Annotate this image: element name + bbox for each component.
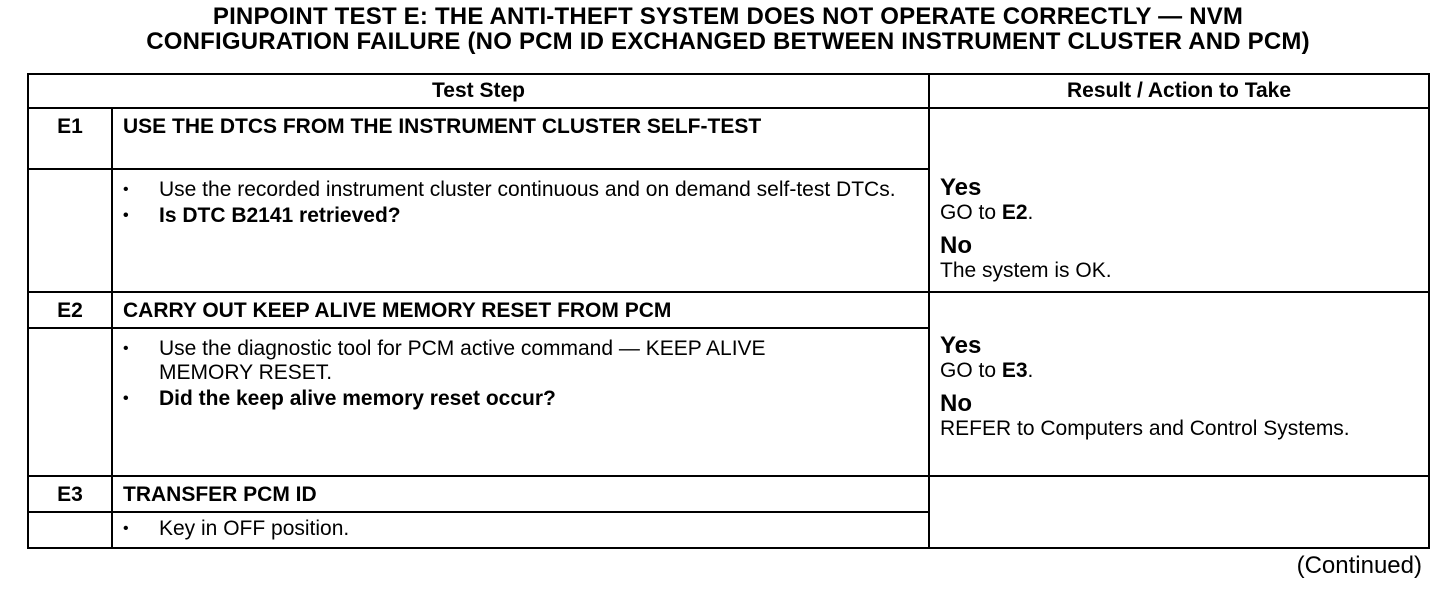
header-result: Result / Action to Take (928, 73, 1430, 109)
step-e2-body-row: Use the diagnostic tool for PCM active c… (27, 327, 1429, 477)
yes-action: GO to E3. (940, 359, 1034, 382)
no-label: No (940, 232, 972, 259)
continued-label: (Continued) (1296, 552, 1422, 579)
page-title: PINPOINT TEST E: THE ANTI-THEFT SYSTEM D… (0, 4, 1456, 54)
step-id-blank (27, 168, 113, 294)
step-e3-result (928, 475, 1430, 549)
step-e3-heading-row: E3 TRANSFER PCM ID (27, 475, 1430, 549)
bullet-item: Use the recorded instrument cluster cont… (123, 178, 908, 202)
header-test-step: Test Step (27, 73, 930, 109)
bullet-question: Is DTC B2141 retrieved? (123, 204, 908, 228)
no-label: No (940, 390, 972, 417)
step-body: Use the diagnostic tool for PCM active c… (111, 327, 930, 477)
step-id: E3 (27, 475, 113, 513)
step-e1-result: Yes GO to E2. No The system is OK. (928, 107, 1430, 293)
yes-label: Yes (940, 332, 982, 359)
step-id: E2 (27, 291, 113, 329)
step-body: Use the recorded instrument cluster cont… (111, 167, 930, 294)
bullet-item: Key in OFF position. (123, 517, 908, 541)
step-id-blank (27, 512, 113, 549)
step-e2-heading-row: E2 CARRY OUT KEEP ALIVE MEMORY RESET FRO… (27, 291, 1430, 477)
bullet-question: Did the keep alive memory reset occur? (123, 387, 908, 411)
step-id-blank (27, 328, 113, 477)
yes-action: GO to E2. (940, 201, 1034, 224)
step-heading: USE THE DTCS FROM THE INSTRUMENT CLUSTER… (111, 107, 930, 170)
step-id: E1 (27, 107, 113, 170)
yes-label: Yes (940, 174, 982, 201)
step-e3-body-row: Key in OFF position. (27, 511, 1429, 549)
bullet-item: Use the diagnostic tool for PCM active c… (123, 337, 908, 385)
step-e1-body-row: Use the recorded instrument cluster cont… (27, 167, 1429, 294)
no-action: The system is OK. (940, 259, 1112, 282)
no-action: REFER to Computers and Control Systems. (940, 417, 1350, 440)
step-e1-heading-row: E1 USE THE DTCS FROM THE INSTRUMENT CLUS… (27, 107, 1430, 293)
header-row: Test Step Result / Action to Take (27, 73, 1430, 109)
step-heading: CARRY OUT KEEP ALIVE MEMORY RESET FROM P… (111, 291, 930, 329)
step-e2-result: Yes GO to E3. No REFER to Computers and … (928, 291, 1430, 477)
title-line-2: CONFIGURATION FAILURE (NO PCM ID EXCHANG… (146, 28, 1310, 55)
step-heading: TRANSFER PCM ID (111, 475, 930, 513)
pinpoint-test-table: Test Step Result / Action to Take E1 USE… (27, 73, 1430, 549)
step-body: Key in OFF position. (111, 511, 930, 549)
title-line-1: PINPOINT TEST E: THE ANTI-THEFT SYSTEM D… (212, 3, 1244, 30)
